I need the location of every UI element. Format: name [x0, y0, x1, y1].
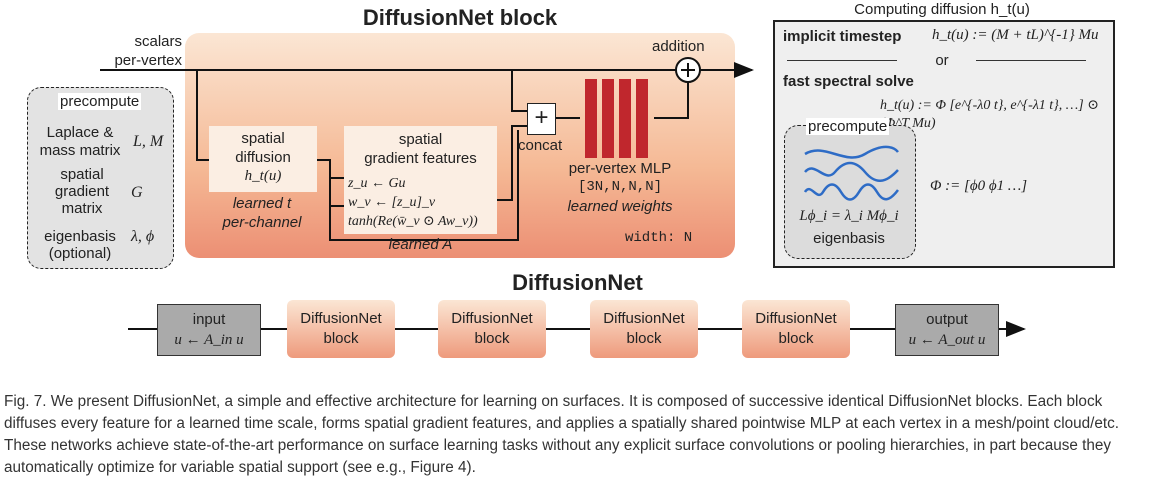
addition-label: addition	[652, 38, 705, 55]
pipeline-connector	[128, 321, 1026, 337]
or-divider-right	[976, 60, 1086, 61]
mlp-note: learned weights	[567, 198, 673, 215]
eigen-label: eigenbasis	[813, 230, 885, 247]
precompute-eigenbasis-symbol: λ, ϕ	[131, 228, 155, 245]
block-connectors	[100, 57, 754, 241]
caption-text: We present DiffusionNet, a simple and ef…	[4, 393, 1120, 476]
concat-node: +	[527, 103, 556, 135]
pipeline-output-box: output u ← A_out u	[895, 304, 999, 356]
eigen-precompute-title: precompute	[806, 118, 890, 135]
precompute-gradient-symbol: G	[131, 184, 143, 201]
mlp-layer-1	[585, 79, 597, 158]
spectral-label: fast spectral solve	[783, 73, 914, 90]
eigenfunction-waves-icon	[803, 145, 899, 201]
pipeline-input-box: input u ← A_in u	[157, 304, 261, 356]
gradient-features-equations: z_u ← Gu w_v ← [z_u]_v tanh(Re(w̄_v ⊙ Aw…	[348, 176, 478, 229]
figure-caption: Fig. 7. We present DiffusionNet, a simpl…	[4, 391, 1152, 479]
spectral-formula: h_t(u) := Φ [e^{-λ0 t}, e^{-λ1 t}, …] ⊙ …	[880, 98, 1099, 131]
gradient-to-concat	[497, 125, 527, 201]
computing-title: Computing diffusion h_t(u)	[854, 1, 1030, 18]
implicit-label: implicit timestep	[783, 28, 902, 45]
input-label-1: scalars	[134, 33, 182, 50]
skip-to-concat	[511, 70, 527, 112]
mlp-to-addition	[654, 82, 689, 119]
mlp-layer-4	[636, 79, 648, 158]
mlp-dims: [3N,N,N,N]	[577, 179, 662, 195]
width-label: width: N	[625, 230, 693, 246]
implicit-formula: h_t(u) := (M + tL)^{-1} Mu	[932, 27, 1099, 43]
branch-to-diffusion	[196, 70, 209, 161]
gradient-features-note: learned A	[388, 236, 453, 253]
or-divider-left	[787, 60, 897, 61]
eigen-equation: Lϕ_i = λ_i Mϕ_i	[799, 208, 899, 224]
input-label-2: per-vertex	[114, 52, 182, 69]
pipeline-title: DiffusionNet	[512, 270, 643, 295]
precompute-laplace-symbol: L, M	[133, 133, 164, 150]
concat-label: concat	[518, 137, 563, 154]
mlp-layer-2	[602, 79, 614, 158]
spatial-diffusion-box	[209, 126, 317, 192]
mlp-layer-3	[619, 79, 631, 158]
precompute-eigenbasis-label: eigenbasis(optional)	[44, 228, 116, 262]
phi-formula: Φ := [ϕ0 ϕ1 …]	[930, 178, 1028, 194]
mlp-label: per-vertex MLP	[568, 160, 672, 177]
precompute-panel	[27, 87, 174, 269]
precompute-title: precompute	[58, 93, 142, 110]
gradient-features-box	[344, 126, 497, 234]
block-title: DiffusionNet block	[362, 5, 558, 30]
caption-fig-number: Fig. 7.	[4, 393, 47, 410]
or-label: or	[935, 52, 949, 69]
precompute-laplace-label: Laplace &mass matrix	[39, 124, 121, 159]
